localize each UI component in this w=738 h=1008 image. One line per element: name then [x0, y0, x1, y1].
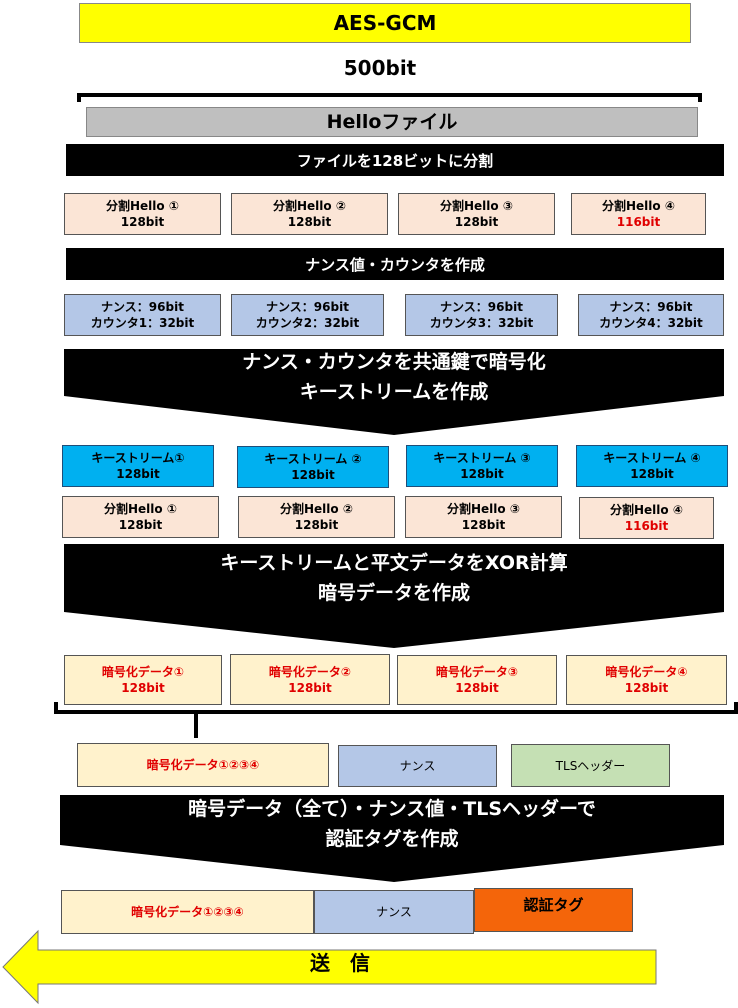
keystream-name: キーストリーム ④: [603, 451, 701, 465]
down-arrow-2: [64, 544, 724, 648]
cipher-name: 暗号化データ③: [435, 665, 519, 679]
keystream-bits: 128bit: [630, 467, 674, 481]
nonce-text: ナンス：96bit: [101, 300, 184, 314]
keystream-block-2: キーストリーム ② 128bit: [237, 446, 389, 488]
split-block-bits: 128bit: [461, 518, 506, 532]
top-brace: [77, 93, 702, 102]
split-block-name: 分割Hello ①: [104, 502, 177, 516]
step-encrypt-line2: キーストリームを作成: [299, 381, 489, 403]
split-block-1: 分割Hello ① 128bit: [64, 193, 221, 235]
keystream-block-4: キーストリーム ④ 128bit: [576, 445, 728, 487]
step-tag-text: 暗号データ（全て）・ナンス値・TLSヘッダーで 認証タグを作成: [60, 794, 724, 854]
cipher-name: 暗号化データ①: [101, 665, 185, 679]
split-block-bits: 116bit: [624, 519, 669, 533]
size-label: 500bit: [343, 56, 417, 80]
nonce-text: ナンス：96bit: [266, 300, 349, 314]
title-text: AES-GCM: [333, 11, 437, 35]
step-encrypt-line1: ナンス・カウンタを共通鍵で暗号化: [242, 351, 546, 373]
keystream-block-1: キーストリーム① 128bit: [62, 445, 214, 487]
auth-tag-box: 認証タグ: [474, 888, 633, 932]
cipher-bits: 128bit: [624, 681, 669, 695]
combined-cipher-label: 暗号化データ①②③④: [146, 758, 260, 772]
step-xor-text: キーストリームと平文データをXOR計算 暗号データを作成: [64, 548, 724, 608]
split-block-bits: 128bit: [118, 518, 163, 532]
cipher-block-4: 暗号化データ④ 128bit: [566, 655, 727, 705]
split-block-2: 分割Hello ② 128bit: [231, 193, 388, 235]
step-xor-line1: キーストリームと平文データをXOR計算: [220, 552, 568, 574]
bottom-brace: [54, 702, 738, 714]
split-block-bits: 128bit: [287, 215, 332, 229]
step-tag-line2: 認証タグを作成: [325, 828, 459, 850]
send-arrow-icon: [2, 929, 657, 1005]
down-arrow-3: [60, 795, 724, 882]
down-arrow-1: [64, 349, 724, 435]
counter-text: カウンタ4：32bit: [599, 316, 703, 330]
step-tag-line1: 暗号データ（全て）・ナンス値・TLSヘッダーで: [188, 798, 596, 820]
nonce-block-4: ナンス：96bit カウンタ4：32bit: [578, 294, 724, 336]
keystream-name: キーストリーム①: [91, 451, 185, 465]
keystream-name: キーストリーム ②: [264, 452, 362, 466]
counter-text: カウンタ3：32bit: [429, 316, 534, 330]
split-block-bits: 116bit: [616, 215, 661, 229]
nonce-block-2: ナンス：96bit カウンタ2：32bit: [231, 294, 384, 336]
auth-tag-label: 認証タグ: [523, 896, 584, 914]
split-block-b-4: 分割Hello ④ 116bit: [579, 497, 714, 539]
step-xor-line2: 暗号データを作成: [317, 582, 470, 604]
split-block-b-3: 分割Hello ③ 128bit: [405, 496, 562, 538]
keystream-block-3: キーストリーム ③ 128bit: [406, 445, 558, 487]
title-box: AES-GCM: [79, 3, 691, 43]
step-split-bar: ファイルを128ビットに分割: [66, 144, 724, 176]
nonce-block-3: ナンス：96bit カウンタ3：32bit: [405, 294, 558, 336]
final-cipher-box: 暗号化データ①②③④: [61, 890, 314, 934]
step-encrypt-text: ナンス・カウンタを共通鍵で暗号化 キーストリームを作成: [64, 347, 724, 407]
final-cipher-label: 暗号化データ①②③④: [131, 905, 244, 919]
hello-file-label: Helloファイル: [326, 111, 458, 133]
cipher-name: 暗号化データ④: [605, 665, 688, 679]
split-block-name: 分割Hello ①: [106, 199, 179, 213]
split-block-3: 分割Hello ③ 128bit: [398, 193, 555, 235]
keystream-bits: 128bit: [291, 468, 335, 482]
nonce-text: ナンス：96bit: [440, 300, 523, 314]
nonce-text: ナンス：96bit: [609, 300, 693, 314]
split-block-b-1: 分割Hello ① 128bit: [62, 496, 219, 538]
combined-nonce-label: ナンス: [399, 759, 436, 773]
step-nonce-bar: ナンス値・カウンタを作成: [66, 248, 724, 280]
keystream-name: キーストリーム ③: [433, 451, 531, 465]
nonce-block-1: ナンス：96bit カウンタ1：32bit: [64, 294, 221, 336]
counter-text: カウンタ2：32bit: [255, 316, 360, 330]
send-label: 送 信: [310, 951, 370, 975]
final-nonce-label: ナンス: [376, 905, 412, 919]
cipher-block-1: 暗号化データ① 128bit: [64, 655, 222, 705]
cipher-bits: 128bit: [288, 680, 332, 695]
combined-nonce-box: ナンス: [338, 745, 497, 787]
split-block-name: 分割Hello ④: [602, 199, 675, 213]
split-block-name: 分割Hello ③: [440, 199, 513, 213]
split-block-name: 分割Hello ②: [273, 199, 346, 213]
split-block-bits: 128bit: [454, 215, 499, 229]
tls-header-box: TLSヘッダー: [511, 744, 670, 787]
cipher-bits: 128bit: [121, 681, 165, 695]
split-block-bits: 128bit: [294, 518, 339, 532]
keystream-bits: 128bit: [460, 467, 504, 481]
keystream-bits: 128bit: [116, 467, 160, 481]
combined-cipher-box: 暗号化データ①②③④: [77, 743, 329, 787]
cipher-name: 暗号化データ②: [268, 664, 352, 679]
split-block-name: 分割Hello ③: [447, 502, 520, 516]
counter-text: カウンタ1：32bit: [90, 316, 195, 330]
tls-header-label: TLSヘッダー: [555, 758, 626, 773]
split-block-bits: 128bit: [120, 215, 165, 229]
final-nonce-box: ナンス: [314, 890, 474, 934]
hello-file-box: Helloファイル: [86, 107, 698, 137]
cipher-bits: 128bit: [455, 681, 499, 695]
cipher-block-2: 暗号化データ② 128bit: [230, 654, 390, 705]
split-block-b-2: 分割Hello ② 128bit: [238, 496, 395, 538]
cipher-block-3: 暗号化データ③ 128bit: [397, 655, 557, 705]
split-block-name: 分割Hello ④: [610, 503, 683, 517]
split-block-4: 分割Hello ④ 116bit: [571, 193, 706, 235]
split-block-name: 分割Hello ②: [280, 502, 353, 516]
